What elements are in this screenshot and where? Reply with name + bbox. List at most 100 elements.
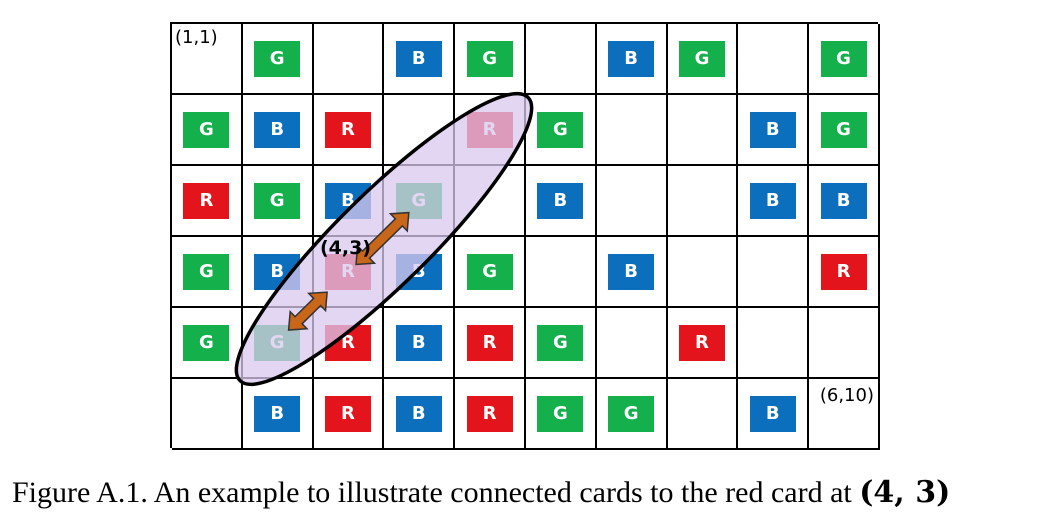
card-red: R [820, 253, 867, 290]
grid-cell: B [384, 24, 456, 95]
grid-cell: G [172, 237, 243, 308]
grid-cell: R [313, 379, 385, 450]
card-blue: B [608, 253, 655, 290]
card-red: R [466, 324, 513, 361]
card-green: G [466, 40, 513, 77]
grid-cell: G [525, 95, 597, 166]
grid-cell: G [172, 308, 243, 379]
card-green: G [537, 111, 584, 148]
card-blue: B [324, 182, 371, 219]
grid-cell: G [455, 237, 526, 308]
grid-cell [172, 379, 243, 450]
card-blue: B [749, 111, 796, 148]
grid-cell: B [242, 237, 314, 308]
card-green: G [820, 40, 867, 77]
card-red: R [678, 324, 725, 361]
grid-cell [738, 24, 810, 95]
card-red: R [324, 111, 371, 148]
card-green: G [537, 324, 584, 361]
card-green: G [254, 324, 301, 361]
grid-cell: B [738, 166, 810, 237]
grid-cell [596, 95, 668, 166]
grid-cell: G [596, 379, 668, 450]
grid-cell: G [242, 24, 314, 95]
card-red: R [466, 395, 513, 432]
grid-cell [313, 24, 385, 95]
grid-cell: R [455, 379, 526, 450]
grid-cell: G [172, 95, 243, 166]
grid-cell [455, 166, 526, 237]
grid-cell: R [313, 308, 385, 379]
grid-cell: R [455, 308, 526, 379]
grid-cell [667, 95, 739, 166]
card-green: G [395, 182, 442, 219]
grid-cell [809, 308, 880, 379]
grid-cell [667, 166, 739, 237]
card-blue: B [254, 395, 301, 432]
card-green: G [254, 182, 301, 219]
card-green: G [820, 111, 867, 148]
card-red: R [466, 111, 513, 148]
card-blue: B [254, 111, 301, 148]
corner-label-bottom-right: (6,10) [819, 385, 874, 406]
grid-cell [738, 237, 810, 308]
grid-cell [384, 95, 456, 166]
card-blue: B [395, 395, 442, 432]
grid-cell: (1,1) [172, 24, 243, 95]
card-red: R [324, 324, 371, 361]
grid-cell: R [667, 308, 739, 379]
grid-cell: B [596, 237, 668, 308]
highlight-coordinate-label: (4,3) [320, 237, 372, 259]
grid-cell: B [738, 379, 810, 450]
grid-cell: G [525, 379, 597, 450]
card-blue: B [395, 40, 442, 77]
card-blue: B [395, 253, 442, 290]
card-red: R [324, 395, 371, 432]
grid-cell: B [384, 237, 456, 308]
grid-cell [738, 308, 810, 379]
grid-cell [596, 166, 668, 237]
figure-caption: Figure A.1. An example to illustrate con… [12, 475, 1042, 510]
card-red: R [183, 182, 230, 219]
corner-label-top-left: (1,1) [175, 27, 218, 48]
grid-cell: B [242, 379, 314, 450]
caption-text: Figure A.1. An example to illustrate con… [12, 476, 860, 509]
grid-cell: B [242, 95, 314, 166]
card-green: G [183, 111, 230, 148]
grid-cell: G [384, 166, 456, 237]
grid-cell: G [455, 24, 526, 95]
grid-cell [525, 24, 597, 95]
card-green: G [183, 253, 230, 290]
card-blue: B [608, 40, 655, 77]
card-green: G [678, 40, 725, 77]
grid-cell: G [809, 24, 880, 95]
grid-cell: R [809, 237, 880, 308]
card-blue: B [537, 182, 584, 219]
grid-cell: G [525, 308, 597, 379]
grid-cell [667, 379, 739, 450]
caption-coordinate: (4, 3) [859, 475, 951, 510]
card-green: G [608, 395, 655, 432]
grid-cell: B [525, 166, 597, 237]
grid-cell: B [313, 166, 385, 237]
grid-cell: B [384, 308, 456, 379]
grid-cell: R [172, 166, 243, 237]
card-blue: B [254, 253, 301, 290]
card-blue: B [749, 182, 796, 219]
grid-cell: (6,10) [809, 379, 880, 450]
grid-cell: G [242, 166, 314, 237]
grid-cell: R [313, 95, 385, 166]
grid-cell: B [384, 379, 456, 450]
grid-cell: G [809, 95, 880, 166]
card-green: G [183, 324, 230, 361]
grid-cell [596, 308, 668, 379]
grid-cell: B [809, 166, 880, 237]
card-green: G [537, 395, 584, 432]
card-blue: B [749, 395, 796, 432]
grid-cell: G [242, 308, 314, 379]
grid-cell: B [596, 24, 668, 95]
card-blue: B [395, 324, 442, 361]
card-green: G [466, 253, 513, 290]
grid-cell: B [738, 95, 810, 166]
